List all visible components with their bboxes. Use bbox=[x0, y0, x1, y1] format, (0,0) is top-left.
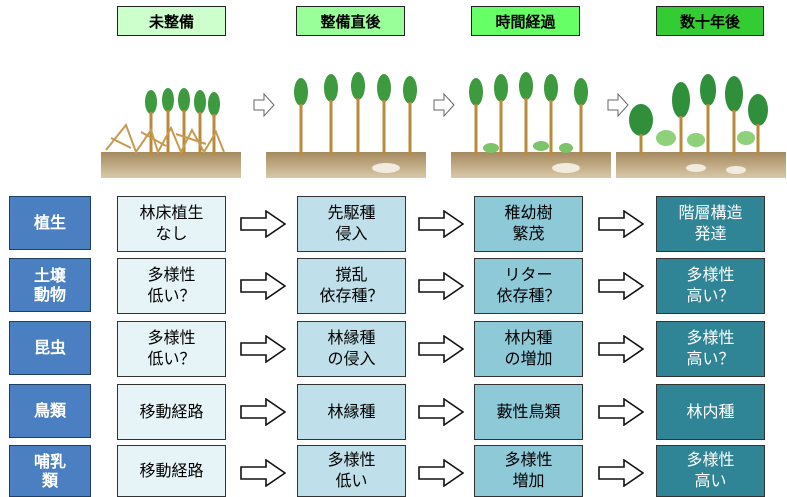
tree-group-icon bbox=[469, 72, 588, 173]
forest-succession-illustration bbox=[101, 72, 786, 178]
cell-vegetation-stage3: 稚幼樹 繁茂 bbox=[474, 196, 583, 252]
right-arrow-icon bbox=[418, 272, 464, 300]
category-birds: 鳥類 bbox=[9, 384, 91, 438]
stage-header-decades-later: 数十年後 bbox=[656, 6, 764, 36]
right-arrow-icon bbox=[418, 335, 464, 363]
right-arrow-icon bbox=[418, 210, 464, 238]
right-arrow-icon bbox=[598, 335, 644, 363]
cell-vegetation-stage2: 先駆種 侵入 bbox=[297, 196, 406, 252]
cell-soil-fauna-stage3: リター 依存種？ bbox=[474, 258, 583, 314]
cell-soil-fauna-stage1: 多様性 低い？ bbox=[117, 258, 226, 314]
cell-soil-fauna-stage4: 多様性 高い？ bbox=[656, 258, 765, 314]
cell-insects-stage3: 林内種 の増加 bbox=[474, 321, 583, 377]
cell-birds-stage3: 藪性鳥類 bbox=[474, 384, 583, 440]
stage-header-time-passed: 時間経過 bbox=[471, 6, 580, 36]
right-arrow-icon bbox=[240, 459, 286, 487]
cell-soil-fauna-stage2: 撹乱 依存種？ bbox=[297, 258, 406, 314]
cell-birds-stage1: 移動経路 bbox=[117, 384, 226, 440]
ground-icon bbox=[101, 152, 241, 178]
cell-insects-stage2: 林縁種 の侵入 bbox=[297, 321, 406, 377]
right-arrow-icon bbox=[598, 210, 644, 238]
category-vegetation: 植生 bbox=[9, 196, 91, 250]
stage-header-just-after: 整備直後 bbox=[296, 6, 405, 36]
cell-birds-stage2: 林縁種 bbox=[297, 384, 406, 440]
category-insects: 昆虫 bbox=[9, 321, 91, 375]
tree-group-icon bbox=[294, 72, 417, 173]
cell-mammals-stage1: 移動経路 bbox=[117, 445, 226, 497]
cell-birds-stage4: 林内種 bbox=[656, 384, 765, 440]
category-soil-fauna: 土壌 動物 bbox=[9, 258, 91, 312]
category-mammals: 哺乳 類 bbox=[9, 445, 91, 497]
tree-group-icon bbox=[105, 88, 225, 155]
tree-group-icon bbox=[629, 74, 768, 174]
right-arrow-icon bbox=[240, 398, 286, 426]
cell-mammals-stage3: 多様性 増加 bbox=[474, 445, 583, 497]
right-arrow-icon bbox=[240, 335, 286, 363]
cell-insects-stage1: 多様性 低い？ bbox=[117, 321, 226, 377]
cell-insects-stage4: 多様性 高い？ bbox=[656, 321, 765, 377]
right-arrow-icon bbox=[240, 210, 286, 238]
stage-header-unmaintained: 未整備 bbox=[117, 6, 226, 36]
right-arrow-icon bbox=[418, 459, 464, 487]
right-arrow-icon bbox=[598, 272, 644, 300]
right-arrow-icon bbox=[598, 398, 644, 426]
cell-vegetation-stage1: 林床植生 なし bbox=[117, 196, 226, 252]
cell-vegetation-stage4: 階層構造 発達 bbox=[656, 196, 765, 252]
right-arrow-icon bbox=[418, 398, 464, 426]
cell-mammals-stage4: 多様性 高い bbox=[656, 445, 765, 497]
cell-mammals-stage2: 多様性 低い bbox=[297, 445, 406, 497]
right-arrow-icon bbox=[240, 272, 286, 300]
right-arrow-icon bbox=[598, 459, 644, 487]
